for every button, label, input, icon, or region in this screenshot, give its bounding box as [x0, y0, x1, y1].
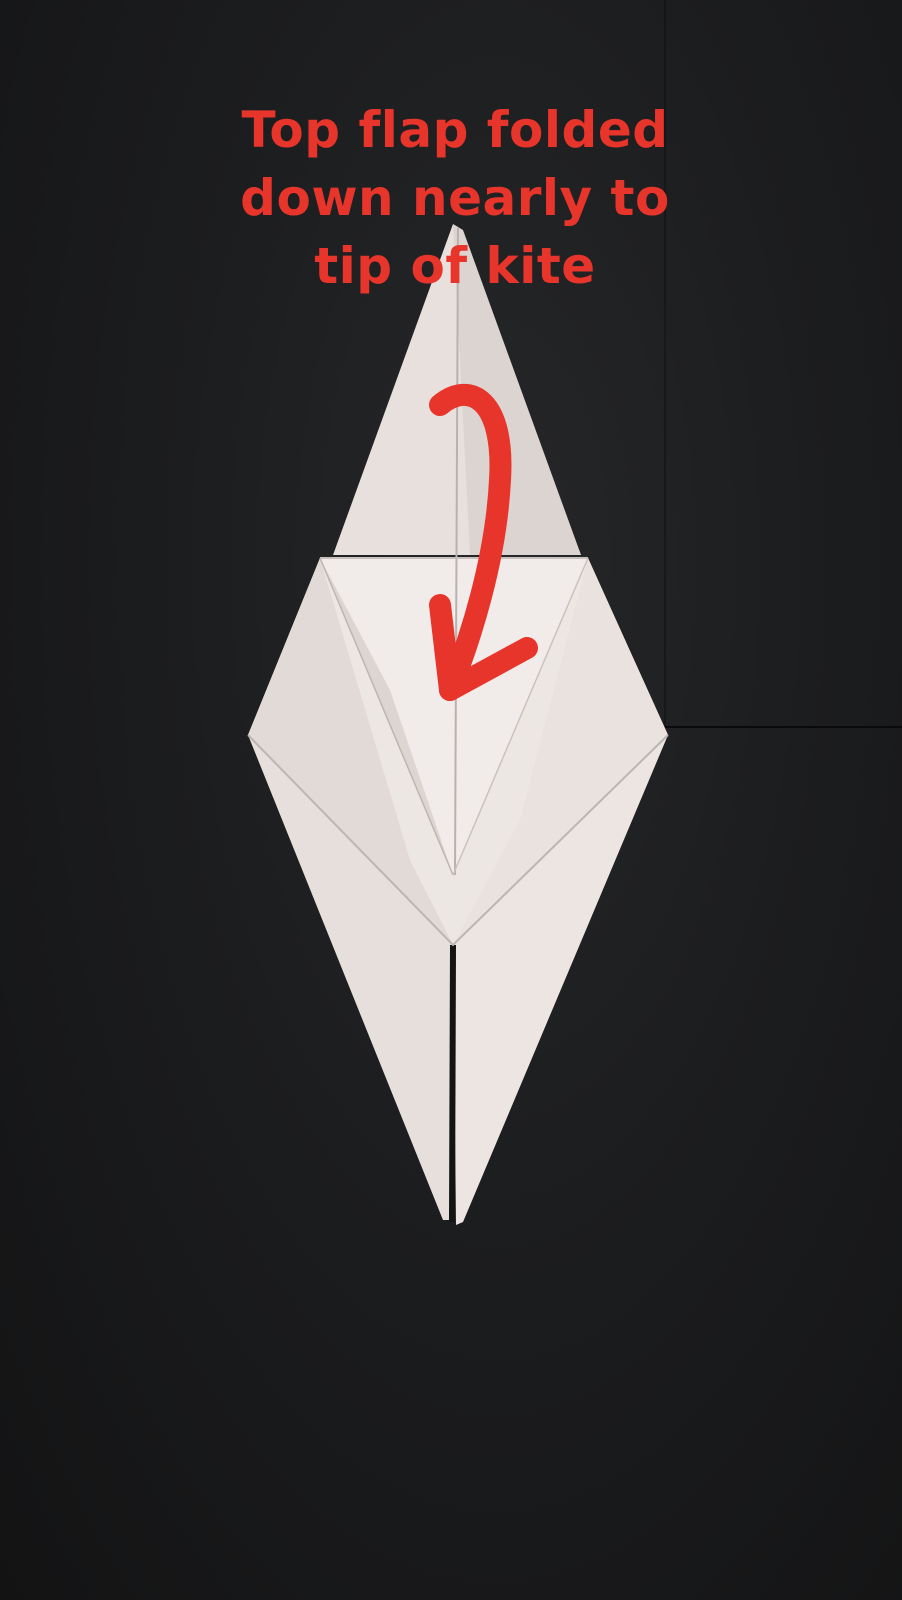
kite-left-fold-shadow: [248, 558, 453, 945]
caption-line-3: tip of kite: [314, 237, 596, 295]
left-inner-crease: [319, 557, 454, 876]
center-crease: [454, 227, 459, 876]
kite-top-flap-shade: [453, 224, 581, 555]
caption-line-2: down nearly to: [240, 169, 670, 227]
table-seam-horizontal: [665, 726, 902, 728]
caption-line-1: Top flap folded: [241, 101, 669, 159]
kite-right-fold: [453, 558, 668, 945]
table-seam-vertical: [664, 0, 666, 728]
right-inner-crease: [452, 557, 589, 876]
kite-lower-right-leg: [453, 735, 668, 1225]
kite-lower-left-leg: [248, 735, 453, 1220]
kite-center-slit: [449, 944, 456, 1223]
body-lower-crease: [247, 734, 669, 947]
folded-down-flap: [320, 558, 588, 875]
instruction-caption: Top flap folded down nearly to tip of ki…: [200, 96, 710, 300]
